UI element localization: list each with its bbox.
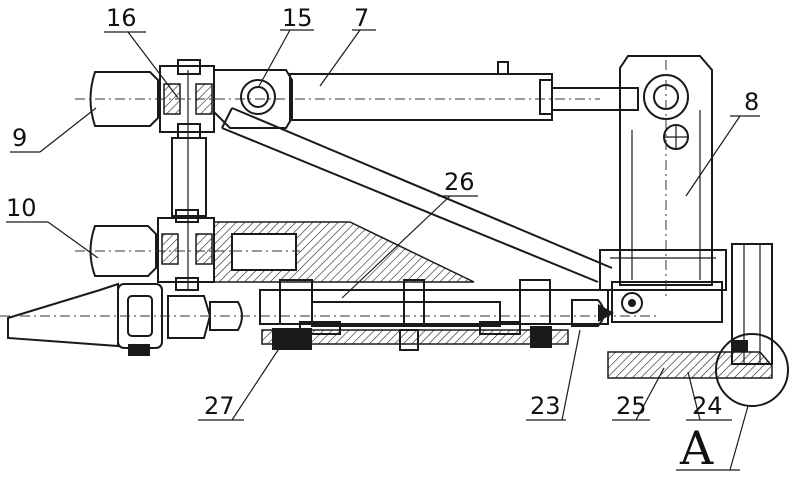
part-labels: 16 15 7 9 8 10 26 27 23 25 24 A — [6, 4, 759, 475]
upper-cylinder-assembly — [75, 59, 639, 139]
label-8: 8 — [744, 88, 759, 116]
lower-cylinder-assembly — [75, 209, 475, 291]
frame-8 — [599, 55, 727, 300]
label-10: 10 — [6, 194, 37, 222]
diagonal-strut — [221, 107, 613, 283]
label-27: 27 — [204, 392, 235, 420]
label-15: 15 — [282, 4, 313, 32]
label-23: 23 — [530, 392, 561, 420]
label-7: 7 — [354, 4, 369, 32]
leader-lines — [6, 29, 760, 471]
label-26: 26 — [444, 168, 475, 196]
bottom-shaft-assembly — [0, 279, 660, 356]
vertical-linkage — [171, 70, 207, 290]
label-16: 16 — [106, 4, 137, 32]
label-9: 9 — [12, 124, 27, 152]
label-24: 24 — [692, 392, 723, 420]
right-lower-housing — [607, 243, 789, 407]
label-25: 25 — [616, 392, 647, 420]
label-A: A — [679, 421, 714, 475]
